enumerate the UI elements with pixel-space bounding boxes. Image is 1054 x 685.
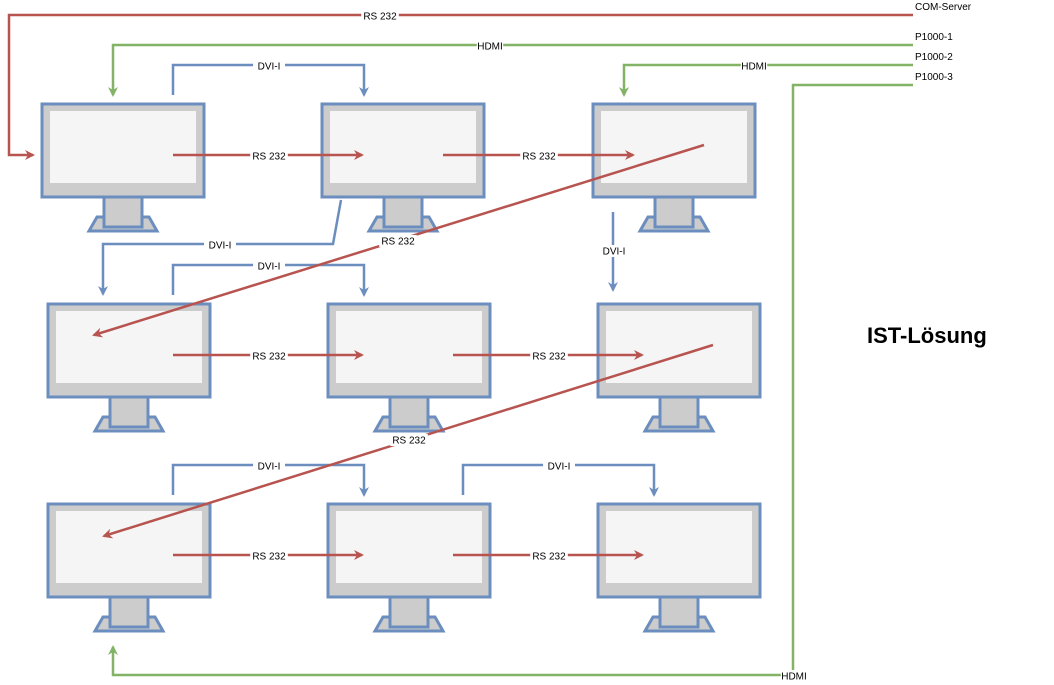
hdmi-label-p1000-3-bg [780, 670, 808, 682]
dvi-label-m2-m4: DVI-I [209, 241, 232, 252]
com-server-label: COM-Server [915, 2, 972, 13]
inline-labels: RS 232HDMIHDMIHDMIDVI-IDVI-IDVI-IDVI-IDV… [204, 10, 808, 683]
connection-labels: COM-Server P1000-1 P1000-2 P1000-3 IST-L… [867, 2, 987, 348]
rs232-label-m1-m2: RS 232 [252, 152, 286, 163]
rs232-label-m7-m8-bg [250, 550, 288, 562]
rs232-label-m8-m9-bg [530, 550, 568, 562]
dvi-label-row3a-bg [253, 460, 285, 472]
monitor-screen [50, 111, 196, 183]
monitor-neck [102, 195, 144, 229]
monitor [320, 102, 486, 233]
rs232-label-m4-m5-bg [250, 350, 288, 362]
monitor-screen [336, 511, 482, 583]
rs232-label-com-bg [361, 10, 399, 22]
p1000-3-label: P1000-3 [915, 72, 953, 83]
rs232-label-m7-m8: RS 232 [252, 552, 286, 563]
rs232-label-com: RS 232 [363, 12, 397, 23]
rs232-label-m3-m4: RS 232 [381, 237, 415, 248]
dvi-label-row2: DVI-I [258, 262, 281, 273]
monitor [326, 302, 492, 433]
monitor [40, 102, 206, 233]
hdmi-label-p1000-3: HDMI [781, 672, 807, 683]
hdmi-label-p1000-1-bg [476, 40, 504, 52]
monitor-neck [382, 195, 424, 229]
dvi-label-m3-m6-bg [598, 245, 630, 257]
dvi-label-row1-bg [253, 60, 285, 72]
monitor-neck [388, 395, 430, 429]
dvi-label-row1: DVI-I [258, 62, 281, 73]
hdmi-label-p1000-1: HDMI [477, 42, 503, 53]
monitor-screen [56, 311, 202, 383]
monitor [46, 502, 212, 633]
p1000-2-hdmi-line [619, 63, 913, 97]
diagram-title: IST-Lösung [867, 323, 987, 348]
monitor-screen [606, 511, 752, 583]
rs232-label-m3-m4-bg [379, 235, 417, 247]
dvi-label-m2-m4-bg [204, 239, 236, 251]
monitor-screen [56, 511, 202, 583]
rs232-label-m6-m7: RS 232 [392, 436, 426, 447]
monitor-neck [388, 595, 430, 629]
rs232-label-m5-m6-bg [530, 350, 568, 362]
monitor-grid [40, 102, 762, 633]
com-server-rs232-line [7, 13, 913, 160]
monitor-neck [653, 195, 695, 229]
rs232-label-m1-m2-bg [250, 150, 288, 162]
rs232-label-m4-m5: RS 232 [252, 352, 286, 363]
p1000-1-hdmi-line [108, 43, 913, 97]
hdmi-label-p1000-2: HDMI [741, 62, 767, 73]
monitor-neck [108, 595, 150, 629]
monitor-neck [658, 595, 700, 629]
p1000-1-label: P1000-1 [915, 32, 953, 43]
dvi-label-row3b-bg [543, 460, 575, 472]
monitor-neck [108, 395, 150, 429]
monitor-neck [658, 395, 700, 429]
dvi-label-m3-m6: DVI-I [603, 247, 626, 258]
rs232-label-m2-m3: RS 232 [522, 152, 556, 163]
hdmi-label-p1000-2-bg [740, 60, 768, 72]
p1000-2-label: P1000-2 [915, 52, 953, 63]
monitor [596, 302, 762, 433]
monitor [596, 502, 762, 633]
rs232-label-m2-m3-bg [520, 150, 558, 162]
monitor [326, 502, 492, 633]
dvi-label-row2-bg [253, 260, 285, 272]
monitor-screen [330, 111, 476, 183]
dvi-label-row3a: DVI-I [258, 462, 281, 473]
rs232-label-m8-m9: RS 232 [532, 552, 566, 563]
dvi-label-row3b: DVI-I [548, 462, 571, 473]
rs232-label-m6-m7-bg [390, 434, 428, 446]
p1000-3-hdmi-line [108, 83, 913, 677]
monitor-screen [336, 311, 482, 383]
monitor [591, 102, 757, 233]
rs232-label-m5-m6: RS 232 [532, 352, 566, 363]
monitor-screen [601, 111, 747, 183]
